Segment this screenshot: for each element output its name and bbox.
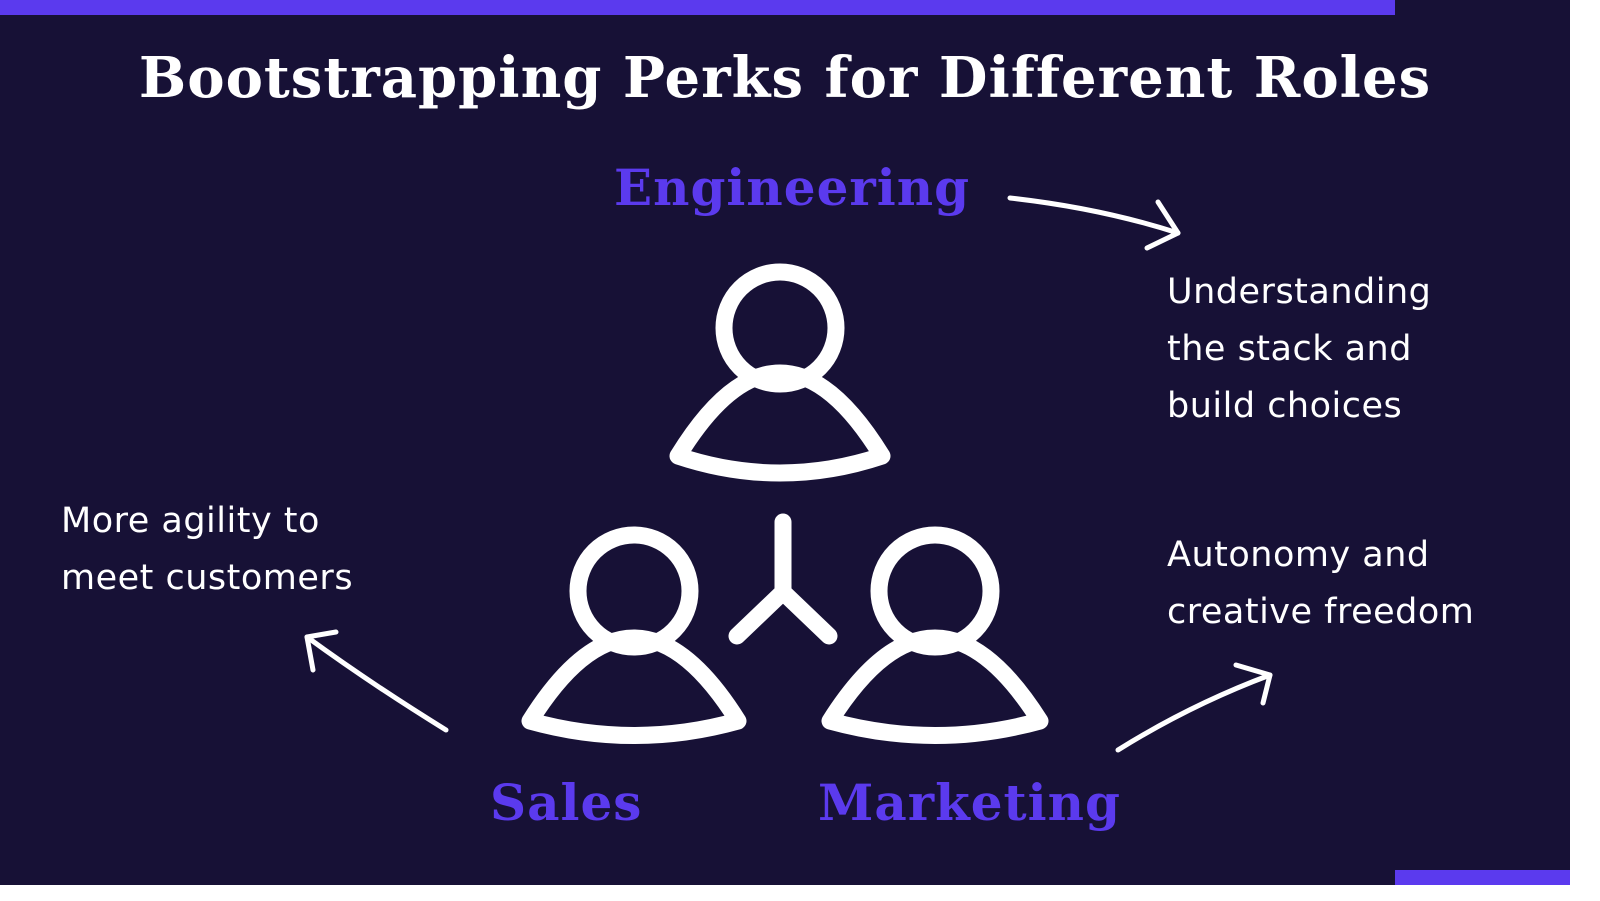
sales-person-head [569, 526, 699, 656]
sales-person-body [521, 629, 747, 744]
slide-title: Bootstrapping Perks for Different Roles [138, 45, 1432, 111]
perk-line: meet customers [61, 558, 354, 598]
sales-label: Sales [490, 773, 643, 832]
perk-line: Understanding [1167, 272, 1432, 312]
marketing-perk-text: Autonomy and creative freedom [1167, 527, 1474, 641]
perk-line: Autonomy and [1167, 535, 1430, 575]
diagram-graphics [304, 195, 1273, 753]
engineering-person-head [715, 263, 845, 393]
perk-line: the stack and [1167, 329, 1412, 369]
sales-perk-text: More agility to meet customers [61, 493, 353, 607]
marketing-person-icon [821, 526, 1049, 744]
marketing-person-head [870, 526, 1000, 656]
marketing-person-body [821, 629, 1049, 744]
sales-person-icon [521, 526, 747, 744]
perk-line: build choices [1167, 386, 1403, 426]
engineering-label: Engineering [614, 158, 971, 217]
engineering-perk-text: Understanding the stack and build choice… [1167, 264, 1431, 435]
engineering-person-body [669, 364, 891, 482]
marketing-arrow-icon [1115, 662, 1273, 753]
perk-line: More agility to [61, 501, 320, 541]
top-accent-bar [0, 0, 1395, 15]
engineering-arrow-icon [1007, 195, 1181, 251]
perk-line: creative freedom [1167, 592, 1475, 632]
sales-arrow-icon [304, 629, 449, 733]
marketing-label: Marketing [818, 773, 1121, 832]
slide: Bootstrapping Perks for Different Roles [0, 0, 1570, 885]
bottom-accent-bar [1395, 870, 1570, 885]
engineering-person-icon [669, 263, 891, 482]
branch-connector-icon [728, 513, 838, 645]
